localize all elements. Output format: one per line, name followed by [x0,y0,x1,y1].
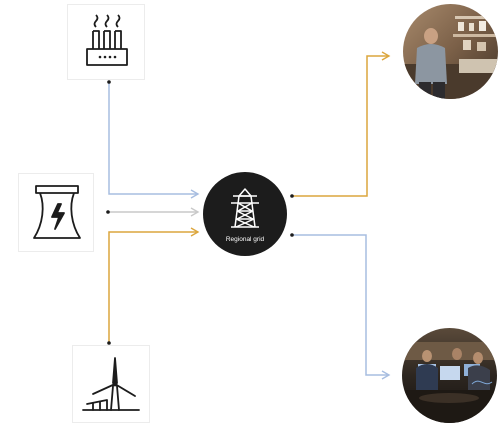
regional-grid-hub [203,172,287,256]
office-photo [402,328,497,423]
regional-grid-label: Regional grid [225,236,265,243]
consumer-photo-bottom [402,328,497,423]
power-plant-card [18,173,94,252]
factory-connector [108,82,200,199]
power-plant-connector-dot [106,210,110,214]
wind-turbine-card [72,345,150,423]
transmission-tower-icon [231,188,259,228]
hub-to-bottom-consumer-connector [292,234,391,380]
hub-out-bottom-dot [290,233,294,237]
wind-turbine-connector [108,227,200,343]
wind-turbine-connector-dot [107,341,111,345]
factory-icon [86,14,128,66]
factory-connector-dot [107,80,111,84]
hub-to-top-consumer-connector [292,51,391,197]
wind-turbine-icon [82,357,140,411]
factory-card [67,4,145,80]
consumer-photo-top [403,4,498,99]
hub-out-top-dot [290,194,294,198]
power-plant-icon [33,185,81,239]
kitchen-photo [403,4,498,99]
